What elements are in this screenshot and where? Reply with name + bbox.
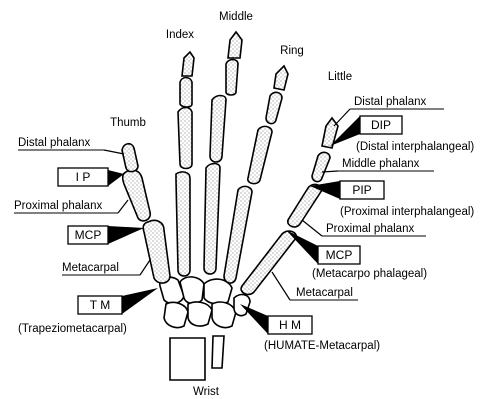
middle-proximal-phalanx [210, 96, 226, 163]
right-distal-phalanx-label: Distal phalanx [354, 96, 426, 108]
ring-finger-label: Ring [280, 45, 304, 57]
index-middle-phalanx [180, 78, 192, 108]
proximal-interphalangeal-label: (Proximal interphalangeal) [340, 206, 474, 218]
right-proximal-phalanx-label: Proximal phalanx [326, 223, 414, 235]
mcp-right-joint-label: MCP [326, 248, 353, 262]
right-metacarpal-label: Metacarpal [296, 287, 353, 299]
left-distal-phalanx-leader [104, 150, 124, 154]
ring-proximal-phalanx [248, 126, 272, 183]
right-proximal-phalanx-leader [302, 220, 322, 236]
carpal-bone [212, 302, 236, 328]
index-metacarpal [176, 172, 190, 276]
ring-distal-phalanx [274, 66, 288, 90]
little-proximal-phalanx [288, 184, 322, 227]
pip-joint-label: PIP [352, 183, 371, 197]
left-metacarpal-leader [140, 260, 150, 275]
middle-finger-label: Middle [219, 11, 253, 23]
middle-distal-phalanx [228, 32, 242, 58]
left-distal-phalanx-label: Distal phalanx [18, 137, 90, 149]
carpal-bone [164, 302, 188, 327]
left-proximal-phalanx-leader [118, 200, 128, 213]
trapeziometacarpal-label: (Trapeziometacarpal) [18, 323, 127, 335]
index-distal-phalanx [182, 52, 194, 76]
right-metacarpal-leader [272, 272, 290, 300]
left-proximal-phalanx-label: Proximal phalanx [14, 200, 102, 212]
ring-middle-phalanx [266, 92, 282, 123]
index-proximal-phalanx [178, 108, 192, 169]
distal-interphalangeal-label: (Distal interphalangeal) [356, 141, 474, 153]
little-metacarpal [241, 231, 296, 294]
tm-joint-pointer [122, 288, 158, 314]
thumb-label: Thumb [110, 117, 146, 129]
carpal-bone [188, 302, 212, 326]
mcp-left-joint-pointer [108, 226, 144, 244]
thumb-metacarpal [143, 220, 170, 283]
ip-joint-label: I P [76, 170, 91, 184]
left-metacarpal-label: Metacarpal [62, 262, 119, 274]
ring-metacarpal [224, 186, 252, 283]
wrist-label: Wrist [193, 386, 220, 398]
radius-bone [170, 338, 205, 380]
index-finger-bones [176, 52, 194, 276]
middle-metacarpal [204, 164, 220, 275]
thumb-proximal-phalanx [123, 170, 151, 221]
little-finger-label: Little [328, 71, 352, 83]
ulna-bone [212, 336, 224, 368]
little-middle-phalanx [312, 152, 330, 181]
hm-joint-label: H M [279, 318, 301, 332]
humate-metacarpal-label: (HUMATE-Metacarpal) [264, 340, 380, 352]
carpal-bone [180, 277, 204, 304]
carpal-bones [160, 277, 250, 328]
metacarpo-phalageal-label: (Metacarpo phalageal) [312, 268, 427, 280]
tm-joint-label: T M [90, 298, 110, 312]
thumb-distal-phalanx [122, 144, 138, 172]
index-finger-label: Index [166, 29, 194, 41]
dip-joint-label: DIP [371, 118, 391, 132]
middle-middle-phalanx [226, 60, 238, 96]
right-distal-phalanx-leader [334, 109, 350, 126]
ip-joint-pointer [108, 170, 124, 186]
thumb-bones [122, 144, 170, 283]
right-middle-phalanx-label: Middle phalanx [342, 158, 420, 170]
mcp-left-joint-label: MCP [75, 228, 102, 242]
